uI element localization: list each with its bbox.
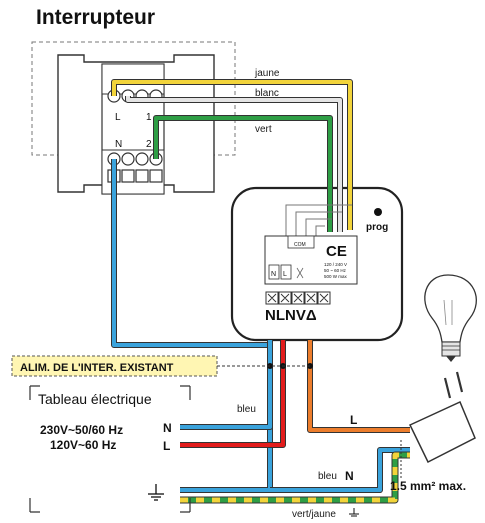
page-title: Interrupteur — [36, 6, 155, 29]
switch-label-N: N — [115, 139, 122, 150]
wire-yellow — [111, 79, 353, 230]
com-block — [287, 235, 315, 249]
wire-label-blue-upper: bleu — [237, 404, 256, 415]
wire-red — [180, 340, 286, 448]
wire-white — [125, 96, 343, 232]
callout-text: ALIM. DE L'INTER. EXISTANT — [20, 362, 174, 374]
mini-terminal-L-box — [280, 264, 292, 280]
module-terminal-block — [265, 291, 331, 305]
wire-label-ground: vert/jaune — [292, 509, 336, 520]
panel-N: N — [163, 421, 172, 435]
wire-label-white: blanc — [255, 88, 279, 99]
wire-label-orange-L: L — [350, 413, 357, 427]
switch-label-2: 2 — [146, 139, 152, 150]
panel-frame — [29, 385, 191, 513]
module-spec-3: 500 W max — [324, 274, 348, 279]
plug-icon — [408, 400, 476, 464]
wire-label-blue-lower: bleu — [318, 471, 337, 482]
module-spec-2: 50 ~ 60 Hz — [324, 268, 347, 273]
wire-blue-lamp — [270, 447, 410, 493]
com-label: COM — [294, 242, 306, 248]
wire-label-green: vert — [255, 124, 272, 135]
wire-blue-panel — [180, 340, 273, 430]
panel-voltage-1: 230V~50/60 Hz — [40, 423, 123, 437]
mini-terminal-L: L — [283, 271, 287, 278]
ground-icon — [148, 484, 164, 501]
panel-title: Tableau électrique — [38, 391, 152, 407]
mini-lamp-glyph — [296, 267, 304, 279]
lamp-icon — [424, 274, 477, 362]
plug-prongs — [443, 371, 464, 399]
prog-button[interactable] — [374, 208, 382, 216]
module-spec-1: 120 / 240 V — [324, 262, 347, 267]
ce-mark: CE — [326, 243, 347, 260]
module-terminal-labels: NLNVΔ — [265, 307, 317, 324]
panel-L: L — [163, 439, 170, 453]
wire-label-blue-lower-N: N — [345, 469, 354, 483]
wire-orange — [307, 340, 410, 433]
ground-small-icon — [349, 508, 359, 517]
wire-label-yellow: jaune — [254, 68, 280, 79]
panel-voltage-2: 120V~60 Hz — [50, 438, 116, 452]
switch-label-L: L — [115, 112, 121, 123]
module-internal-wires — [285, 204, 352, 240]
wire-green — [153, 115, 333, 232]
mini-terminal-N: N — [271, 271, 276, 278]
prog-label: prog — [366, 222, 388, 233]
wire-ground — [180, 451, 410, 504]
mini-terminal-N-box — [268, 264, 280, 280]
cable-section-label: 1.5 mm² max. — [390, 479, 466, 493]
switch-label-1: 1 — [146, 112, 152, 123]
